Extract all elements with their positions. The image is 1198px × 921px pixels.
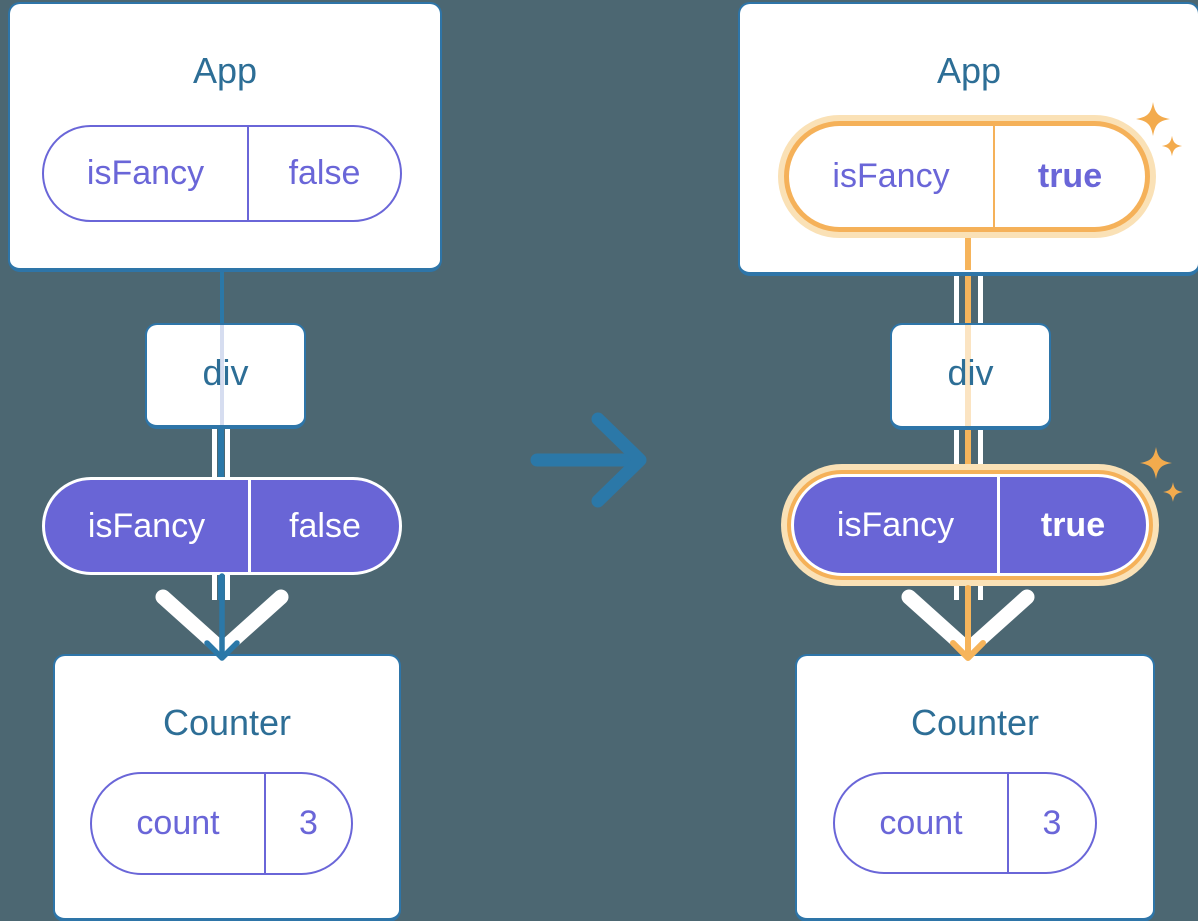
connector-white-line <box>978 268 983 326</box>
state-name-cell: count <box>835 774 1009 872</box>
state-name-cell: count <box>92 774 266 873</box>
app-title: App <box>192 50 258 91</box>
counter-title: Counter <box>162 702 292 743</box>
sparkle-icon <box>1136 102 1183 157</box>
div-card: div <box>145 323 306 429</box>
transition-arrow-icon <box>530 412 647 508</box>
passed-prop-pill-highlighted: isFancy true <box>781 464 1159 586</box>
prop-through-line <box>965 325 971 426</box>
connector-prop-line <box>965 268 971 326</box>
down-arrow-icon <box>155 573 289 661</box>
app-prop-pill-highlighted: isFancy true <box>778 115 1156 238</box>
connector-app-to-div <box>220 266 224 324</box>
app-prop-pill: isFancy false <box>42 125 402 222</box>
state-value-cell: 3 <box>299 804 318 842</box>
counter-state-pill: count 3 <box>833 772 1097 874</box>
connector-white-line <box>954 268 959 326</box>
div-card: div <box>890 323 1051 430</box>
prop-name-cell: isFancy <box>45 480 251 572</box>
prop-value-cell: true <box>1040 505 1106 544</box>
prop-through-line <box>220 325 224 425</box>
sparkle-icon <box>1140 447 1183 502</box>
div-label: div <box>202 352 249 393</box>
prop-value-cell: true <box>1037 157 1103 195</box>
counter-card: Counter count 3 <box>53 654 401 921</box>
counter-title: Counter <box>910 702 1040 743</box>
app-card: App isFancy true <box>738 2 1198 276</box>
prop-value-cell: false <box>288 154 361 192</box>
connector-prop-line <box>965 234 971 270</box>
prop-value-cell: false <box>289 506 361 545</box>
prop-name-cell: isFancy <box>44 127 249 220</box>
prop-name-cell: isFancy <box>789 126 995 227</box>
counter-card: Counter count 3 <box>795 654 1155 921</box>
prop-name-cell: isFancy <box>794 477 1000 573</box>
state-value-cell: 3 <box>1042 803 1062 842</box>
counter-state-pill: count 3 <box>90 772 353 875</box>
passed-prop-pill: isFancy false <box>42 477 402 575</box>
down-arrow-icon <box>901 585 1035 661</box>
app-title: App <box>936 50 1002 91</box>
div-label: div <box>947 352 994 393</box>
app-card: App isFancy false <box>8 2 442 272</box>
